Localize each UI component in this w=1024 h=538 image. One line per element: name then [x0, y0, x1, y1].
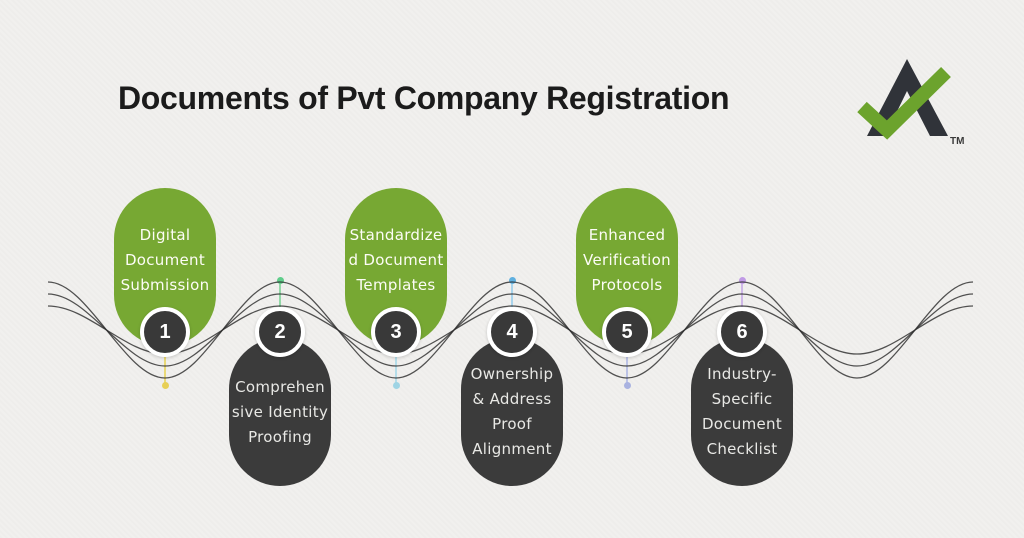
step-number-badge: 5 — [602, 307, 652, 357]
step-number: 5 — [621, 320, 633, 343]
page-title: Documents of Pvt Company Registration — [118, 80, 730, 116]
step-number-badge: 3 — [371, 307, 421, 357]
step-number: 2 — [274, 320, 286, 343]
step-number: 6 — [736, 320, 748, 343]
step-label: Digital Document Submission — [120, 225, 210, 294]
step-number: 3 — [390, 320, 402, 343]
step-number-badge: 4 — [487, 307, 537, 357]
logo-check-icon — [857, 67, 951, 140]
step-number-badge: 1 — [140, 307, 190, 357]
trademark-symbol: TM — [950, 136, 964, 147]
company-logo: TM — [857, 59, 964, 147]
connector-dot — [623, 382, 631, 389]
step-bubble: Comprehen sive Identity Proofing — [229, 338, 331, 486]
step-number: 4 — [506, 320, 518, 343]
connector-dot — [392, 382, 400, 389]
step-bubble: Industry- Specific Document Checklist — [691, 338, 793, 486]
step-bubble: Ownership & Address Proof Alignment — [461, 338, 563, 486]
connector-dot — [508, 277, 516, 284]
step-number-badge: 6 — [717, 307, 767, 357]
connector-dot — [161, 382, 169, 389]
step-label: Industry- Specific Document Checklist — [701, 365, 783, 458]
step-label: Comprehen sive Identity Proofing — [231, 377, 329, 446]
step-number: 1 — [159, 320, 171, 343]
step-number-badge: 2 — [255, 307, 305, 357]
step-label: Standardize d Document Templates — [348, 225, 444, 294]
connector-dot — [276, 277, 284, 284]
step-label: Enhanced Verification Protocols — [583, 225, 671, 294]
logo-a-mark — [867, 59, 948, 136]
step-label: Ownership & Address Proof Alignment — [470, 365, 554, 458]
connector-dot — [738, 277, 746, 284]
